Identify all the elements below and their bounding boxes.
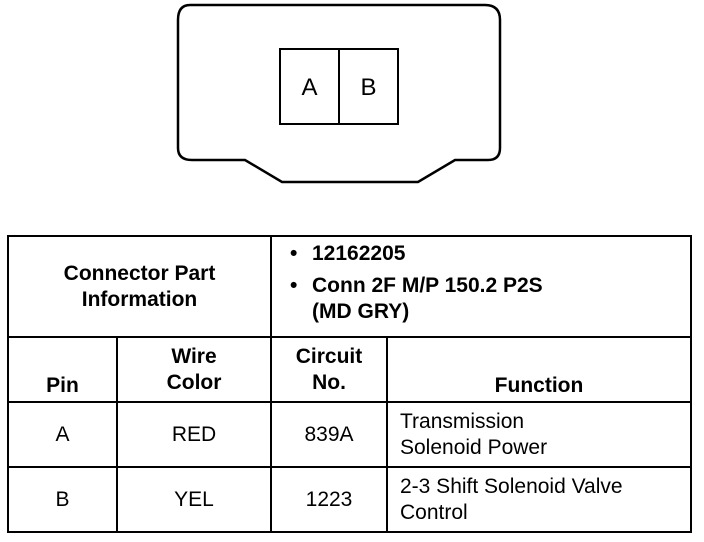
header-circuit-no: Circuit No.	[270, 336, 388, 403]
wire-color-cell: RED	[116, 401, 272, 468]
part-number-item: 12162205	[290, 241, 690, 267]
pin-cavity-b	[338, 48, 399, 125]
wire-color-cell: YEL	[116, 466, 272, 533]
function-line2: Solenoid Power	[400, 435, 548, 459]
header-function: Function	[385, 336, 693, 403]
function-line2: Control	[400, 500, 468, 524]
function-line1: Transmission	[400, 409, 525, 433]
pin-cell: A	[7, 401, 118, 468]
function-cell: 2-3 Shift Solenoid Valve Control	[385, 466, 693, 533]
part-description-item: Conn 2F M/P 150.2 P2S (MD GRY)	[290, 273, 690, 325]
connector-face-diagram	[176, 3, 502, 184]
part-numbers-list: 12162205 Conn 2F M/P 150.2 P2S (MD GRY)	[272, 237, 690, 325]
part-description-line2: (MD GRY)	[312, 300, 410, 323]
function-cell: Transmission Solenoid Power	[385, 401, 693, 468]
connector-housing-outline	[176, 3, 502, 184]
table-row: A RED 839A Transmission Solenoid Power	[7, 401, 693, 468]
part-info-label: Connector Part Information	[7, 235, 272, 338]
header-wire-color: Wire Color	[116, 336, 272, 403]
part-info-label-line1: Connector Part	[63, 261, 216, 285]
circuit-cell: 1223	[270, 466, 388, 533]
part-info-row: Connector Part Information 12162205 Conn…	[7, 235, 693, 338]
pin-label-b: B	[360, 74, 377, 101]
part-numbers-cell: 12162205 Conn 2F M/P 150.2 P2S (MD GRY)	[269, 235, 693, 338]
header-wire-color-line2: Color	[166, 370, 222, 394]
part-description-line1: Conn 2F M/P 150.2 P2S	[312, 274, 543, 297]
part-info-label-line2: Information	[81, 287, 198, 311]
circuit-cell: 839A	[270, 401, 388, 468]
pin-cell: B	[7, 466, 118, 533]
header-circuit-line1: Circuit	[295, 344, 363, 368]
pin-label-a: A	[301, 74, 318, 101]
header-wire-color-line1: Wire	[171, 344, 217, 368]
table-row: B YEL 1223 2-3 Shift Solenoid Valve Cont…	[7, 466, 693, 533]
connector-info-table: Connector Part Information 12162205 Conn…	[7, 235, 693, 533]
header-pin: Pin	[7, 336, 118, 403]
header-row: Pin Wire Color Circuit No. Function	[7, 336, 693, 403]
function-line1: 2-3 Shift Solenoid Valve	[400, 474, 623, 498]
header-circuit-line2: No.	[312, 370, 346, 394]
